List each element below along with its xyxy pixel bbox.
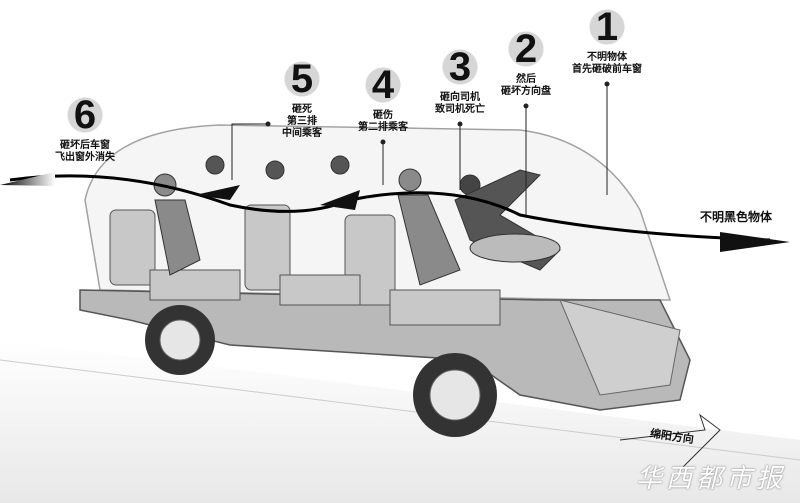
step-1-text: 不明物体 [587, 52, 627, 63]
step-5-text: 第三排 [287, 116, 317, 127]
step-6-text: 砸坏后车窗 [60, 140, 110, 151]
leader-lines [231, 81, 610, 215]
exit-arrow-icon [0, 172, 55, 186]
step-2-text: 砸坏方向盘 [501, 86, 551, 97]
object-label: 不明黑色物体 [700, 210, 773, 224]
van-front [559, 299, 681, 396]
step-5-number: 5 [272, 56, 332, 102]
trajectory-arrow-icon [195, 185, 240, 200]
step-5: 5 砸死 第三排 中间乘客 [272, 56, 332, 140]
step-2-number: 2 [491, 26, 561, 72]
step-6-text: 飞出窗外消失 [55, 152, 115, 163]
step-3-text: 致司机死亡 [435, 104, 485, 115]
step-5-text: 中间乘客 [282, 128, 322, 139]
step-4: 4 砸伤 第二排乘客 [348, 62, 418, 134]
step-5-text: 砸死 [292, 104, 312, 115]
step-6-number: 6 [45, 92, 125, 138]
step-4-text: 第二排乘客 [358, 122, 408, 133]
step-2: 2 然后 砸坏方向盘 [491, 26, 561, 98]
step-4-text: 砸伤 [373, 110, 393, 121]
step-3-text: 砸向司机 [440, 92, 480, 103]
step-1-number: 1 [567, 4, 647, 50]
direction-arrow-icon [619, 413, 721, 471]
step-3-number: 3 [425, 44, 495, 90]
newspaper-watermark: 华西都市报 [635, 464, 786, 494]
step-2-text: 然后 [516, 74, 536, 85]
step-6: 6 砸坏后车窗 飞出窗外消失 [45, 92, 125, 164]
van-chassis [79, 289, 691, 411]
step-1-text: 首先砸破前车窗 [572, 64, 642, 75]
steering-wheel [469, 233, 561, 263]
trajectory-arrow-icon [320, 190, 360, 210]
step-3: 3 砸向司机 致司机死亡 [425, 44, 495, 116]
road [0, 340, 800, 503]
road-edge [0, 359, 800, 461]
wheels [145, 305, 497, 437]
step-4-number: 4 [348, 62, 418, 108]
entry-arrow-icon [720, 232, 790, 252]
seats [109, 204, 501, 326]
step-1: 1 不明物体 首先砸破前车窗 [567, 4, 647, 76]
